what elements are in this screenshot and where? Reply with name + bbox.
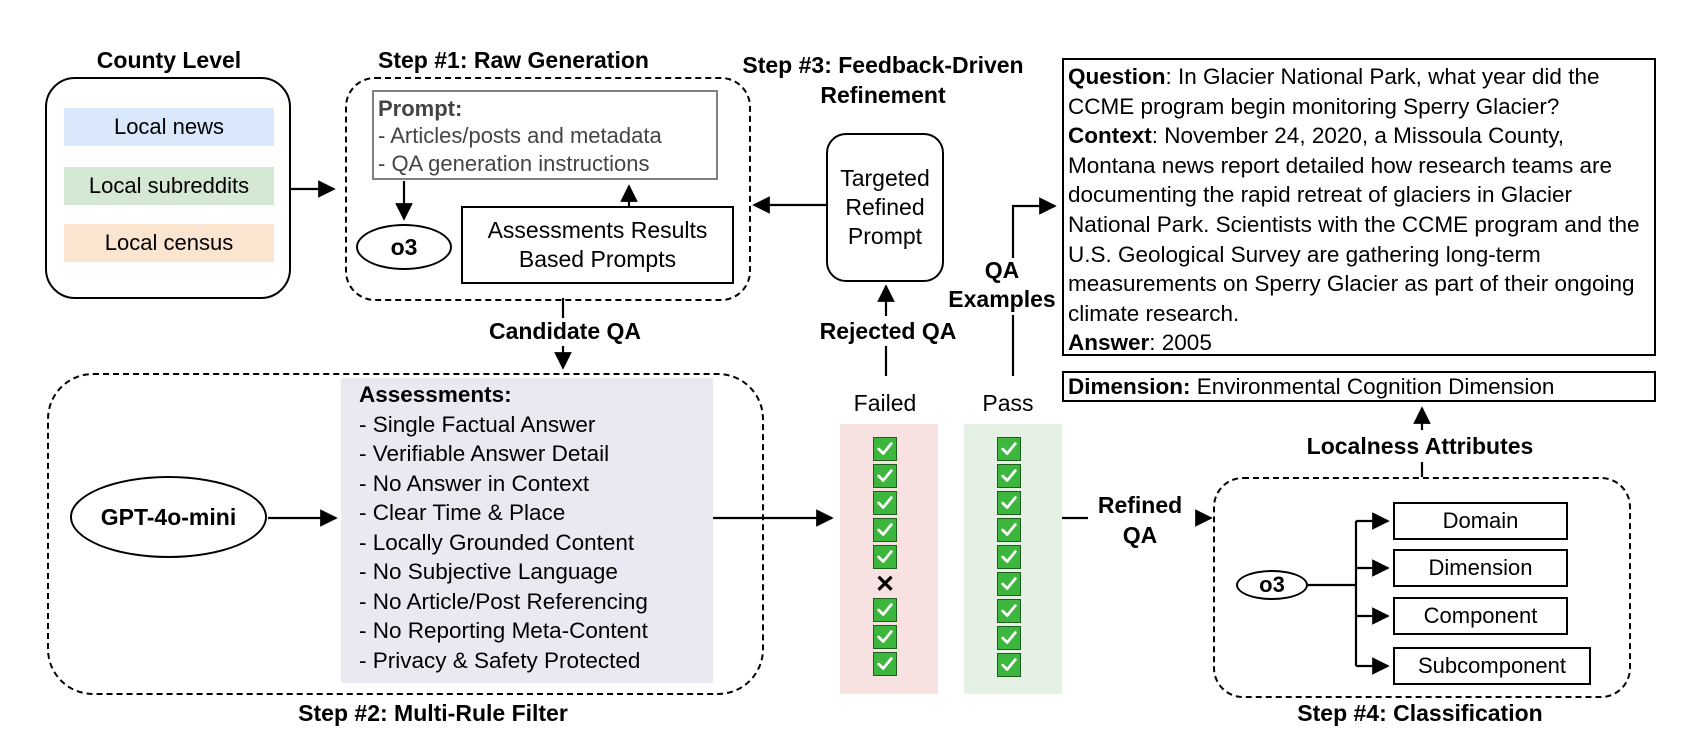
rule-no-answer-in-context: - No Answer in Context bbox=[359, 470, 590, 496]
pass-check-4 bbox=[997, 518, 1021, 542]
qa-examples-label: QA Examples bbox=[948, 257, 1056, 312]
dimension-box: Dimension: Environmental Cognition Dimen… bbox=[1062, 371, 1656, 402]
pass-check-6 bbox=[997, 572, 1021, 596]
candidate-qa-label: Candidate QA bbox=[488, 318, 642, 344]
pass-label: Pass bbox=[982, 390, 1034, 416]
gpt4o-mini-model: GPT-4o-mini bbox=[70, 476, 267, 558]
local-news-chip: Local news bbox=[64, 108, 274, 146]
rule-locally-grounded-content: - Locally Grounded Content bbox=[359, 529, 635, 555]
step4-title: Step #4: Classification bbox=[1297, 700, 1543, 726]
local-subreddits-chip: Local subreddits bbox=[64, 167, 274, 205]
failed-check-2 bbox=[873, 464, 897, 488]
prompt-title: Prompt: bbox=[378, 96, 463, 121]
rule-clear-time-place: - Clear Time & Place bbox=[359, 500, 566, 525]
failed-check-6 bbox=[873, 598, 897, 622]
failed-check-5 bbox=[873, 545, 897, 569]
rejected-qa-label: Rejected QA bbox=[819, 318, 957, 344]
failed-check-3 bbox=[873, 491, 897, 515]
failed-check-7 bbox=[873, 625, 897, 649]
attribute-dimension: Dimension bbox=[1393, 549, 1568, 587]
pass-check-5 bbox=[997, 545, 1021, 569]
attribute-domain: Domain bbox=[1393, 502, 1568, 540]
failed-check-4 bbox=[873, 518, 897, 542]
step2-container bbox=[47, 373, 764, 695]
pass-check-3 bbox=[997, 491, 1021, 515]
prompt-line-instructions: - QA generation instructions bbox=[378, 151, 650, 176]
dimension-key: Dimension: bbox=[1068, 374, 1191, 399]
step4-o3-model: o3 bbox=[1236, 570, 1308, 600]
assessments-results-prompts-box: Assessments Results Based Prompts bbox=[461, 206, 734, 284]
question-text: : In Glacier National Park, what year di… bbox=[1068, 64, 1600, 119]
assessments-panel: Assessments: - Single Factual Answer - V… bbox=[341, 378, 713, 683]
question-key: Question bbox=[1068, 64, 1166, 89]
prompt-box: Prompt: - Articles/posts and metadata - … bbox=[372, 90, 718, 180]
rule-no-reporting-meta-content: - No Reporting Meta-Content bbox=[359, 618, 648, 643]
step3-title-line2: Refinement bbox=[820, 82, 946, 108]
step1-title: Step #1: Raw Generation bbox=[378, 47, 649, 73]
targeted-refined-prompt-box: Targeted Refined Prompt bbox=[826, 133, 944, 282]
refined-qa-label: Refined QA bbox=[1097, 492, 1183, 548]
answer-text: : 2005 bbox=[1149, 330, 1212, 356]
localness-attributes-label: Localness Attributes bbox=[1306, 433, 1534, 459]
fail-mark: ✕ bbox=[874, 571, 896, 598]
step1-container bbox=[345, 77, 751, 301]
rule-no-article-post-referencing: - No Article/Post Referencing bbox=[359, 588, 648, 614]
step4-container bbox=[1213, 477, 1631, 698]
county-level-title: County Level bbox=[96, 47, 242, 73]
pass-check-9 bbox=[997, 653, 1021, 677]
pass-check-2 bbox=[997, 464, 1021, 488]
assessments-title: Assessments: bbox=[359, 382, 512, 407]
qa-example-box: Question: In Glacier National Park, what… bbox=[1062, 58, 1656, 356]
step2-title: Step #2: Multi-Rule Filter bbox=[298, 700, 568, 726]
context-text: : November 24, 2020, a Missoula County, … bbox=[1068, 123, 1640, 326]
step1-o3-model: o3 bbox=[356, 224, 452, 270]
pass-check-8 bbox=[997, 626, 1021, 650]
rule-privacy-safety-protected: - Privacy & Safety Protected bbox=[359, 647, 641, 673]
pass-check-1 bbox=[997, 437, 1021, 461]
failed-label: Failed bbox=[853, 390, 917, 416]
attribute-component: Component bbox=[1393, 597, 1568, 635]
step3-title-line1: Step #3: Feedback-Driven bbox=[742, 52, 1024, 78]
arrow-qa-examples-to-example bbox=[1011, 197, 1057, 258]
rule-verifiable-answer-detail: - Verifiable Answer Detail bbox=[359, 441, 610, 466]
context-key: Context bbox=[1068, 123, 1152, 149]
dimension-text: Environmental Cognition Dimension bbox=[1190, 374, 1555, 399]
county-level-box bbox=[45, 77, 291, 299]
prompt-line-articles: - Articles/posts and metadata bbox=[378, 123, 662, 148]
attribute-subcomponent: Subcomponent bbox=[1393, 647, 1591, 685]
answer-key: Answer bbox=[1068, 330, 1150, 356]
local-census-chip: Local census bbox=[64, 224, 274, 262]
rule-single-factual-answer: - Single Factual Answer bbox=[359, 411, 596, 437]
failed-check-8 bbox=[873, 652, 897, 676]
failed-check-1 bbox=[873, 437, 897, 461]
pass-check-7 bbox=[997, 599, 1021, 623]
rule-no-subjective-language: - No Subjective Language bbox=[359, 559, 618, 584]
